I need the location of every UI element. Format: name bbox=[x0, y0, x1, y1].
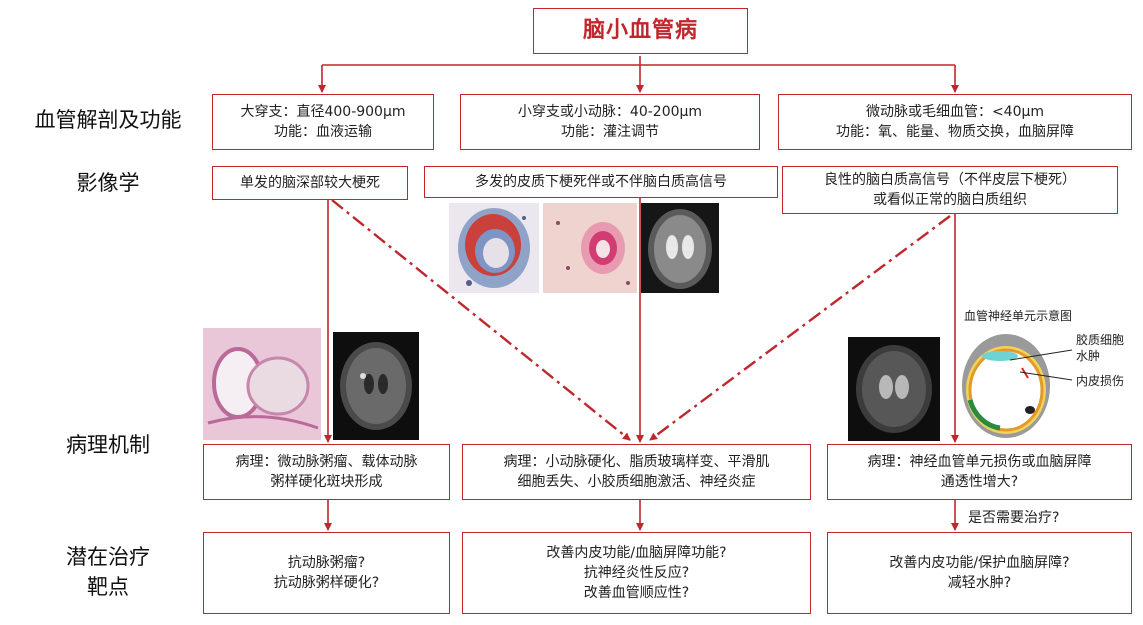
mri-flair-image bbox=[848, 337, 940, 441]
pathology-small-line1: 病理：小动脉硬化、脂质玻璃样变、平滑肌 bbox=[503, 454, 770, 470]
pathology-micro-line2: 通透性增大? bbox=[940, 474, 1019, 490]
pathology-box-micro: 病理：神经血管单元损伤或血脑屏障 通透性增大? bbox=[827, 444, 1132, 500]
anatomy-box-micro: 微动脉或毛细血管：<40μm 功能：氧、能量、物质交换，血脑屏障 bbox=[778, 94, 1132, 150]
histology-he-image bbox=[543, 203, 637, 293]
target-box-large: 抗动脉粥瘤? 抗动脉粥样硬化? bbox=[203, 532, 450, 614]
anatomy-small-line2: 功能：灌注调节 bbox=[561, 124, 659, 140]
nvu-diagram bbox=[962, 334, 1050, 438]
pathology-small-line2: 细胞丢失、小胶质细胞激活、神经炎症 bbox=[517, 474, 756, 490]
anatomy-large-line1: 大穿支：直径400-900μm bbox=[240, 104, 406, 120]
histology-atheroma-image bbox=[203, 328, 321, 440]
anatomy-large-line2: 功能：血液运输 bbox=[274, 124, 372, 140]
imaging-box-micro: 良性的脑白质高信号（不伴皮层下梗死） 或看似正常的脑白质组织 bbox=[782, 166, 1118, 214]
nvu-label-endothelium: 内皮损伤 bbox=[1076, 374, 1125, 388]
nvu-label-glia-line1: 胶质细胞 bbox=[1076, 333, 1125, 347]
mri-infarct-image bbox=[333, 332, 419, 440]
imaging-micro-line2: 或看似正常的脑白质组织 bbox=[873, 192, 1027, 208]
row-label-pathology: 病理机制 bbox=[66, 433, 150, 457]
target-small-line2: 抗神经炎性反应? bbox=[583, 565, 690, 581]
pathology-large-line1: 病理：微动脉粥瘤、载体动脉 bbox=[235, 454, 418, 470]
target-micro-line2: 减轻水肿? bbox=[947, 575, 1012, 591]
imaging-large-line1: 单发的脑深部较大梗死 bbox=[240, 175, 380, 191]
anatomy-box-small: 小穿支或小动脉：40-200μm 功能：灌注调节 bbox=[460, 94, 760, 150]
target-large-line1: 抗动脉粥瘤? bbox=[287, 555, 366, 571]
pathology-box-large: 病理：微动脉粥瘤、载体动脉 粥样硬化斑块形成 bbox=[203, 444, 450, 500]
dashed-arrow-left bbox=[331, 199, 631, 441]
target-small-line3: 改善血管顺应性? bbox=[583, 585, 690, 601]
imaging-box-small: 多发的皮质下梗死伴或不伴脑白质高信号 bbox=[424, 166, 778, 198]
anatomy-box-large: 大穿支：直径400-900μm 功能：血液运输 bbox=[212, 94, 434, 150]
anatomy-micro-line2: 功能：氧、能量、物质交换，血脑屏障 bbox=[836, 124, 1074, 140]
target-large-line2: 抗动脉粥样硬化? bbox=[273, 575, 380, 591]
title-box: 脑小血管病 bbox=[533, 8, 748, 54]
nvu-label-glia: 胶质细胞 水肿 bbox=[1076, 332, 1136, 364]
pathology-large-line2: 粥样硬化斑块形成 bbox=[270, 474, 383, 490]
histology-stain-image bbox=[449, 203, 539, 293]
row-label-target-line2: 靶点 bbox=[87, 575, 129, 599]
nvu-label-glia-line2: 水肿 bbox=[1076, 349, 1101, 363]
target-micro-line1: 改善内皮功能/保护血脑屏障? bbox=[889, 555, 1070, 571]
imaging-small-line1: 多发的皮质下梗死伴或不伴脑白质高信号 bbox=[475, 174, 727, 190]
nvu-caption: 血管神经单元示意图 bbox=[964, 309, 1073, 323]
anatomy-micro-line1: 微动脉或毛细血管：<40μm bbox=[865, 104, 1045, 120]
row-label-target-line1: 潜在治疗 bbox=[66, 545, 150, 569]
imaging-box-large: 单发的脑深部较大梗死 bbox=[212, 166, 408, 200]
target-box-small: 改善内皮功能/血脑屏障功能? 抗神经炎性反应? 改善血管顺应性? bbox=[462, 532, 811, 614]
dashed-arrow-right bbox=[649, 215, 951, 441]
nvu-label-lines bbox=[1009, 349, 1073, 381]
mri-t2-image bbox=[641, 203, 719, 293]
pathology-micro-line1: 病理：神经血管单元损伤或血脑屏障 bbox=[867, 454, 1092, 470]
pathology-box-small: 病理：小动脉硬化、脂质玻璃样变、平滑肌 细胞丢失、小胶质细胞激活、神经炎症 bbox=[462, 444, 811, 500]
row-label-imaging: 影像学 bbox=[76, 171, 140, 195]
row-label-anatomy: 血管解剖及功能 bbox=[34, 108, 182, 132]
treatment-question: 是否需要治疗? bbox=[968, 510, 1060, 526]
imaging-micro-line1: 良性的脑白质高信号（不伴皮层下梗死） bbox=[824, 172, 1076, 188]
row-label-target: 潜在治疗 靶点 bbox=[38, 542, 178, 602]
anatomy-small-line1: 小穿支或小动脉：40-200μm bbox=[517, 104, 703, 120]
target-box-micro: 改善内皮功能/保护血脑屏障? 减轻水肿? bbox=[827, 532, 1132, 614]
target-small-line1: 改善内皮功能/血脑屏障功能? bbox=[546, 545, 727, 561]
title-text: 脑小血管病 bbox=[582, 18, 698, 43]
